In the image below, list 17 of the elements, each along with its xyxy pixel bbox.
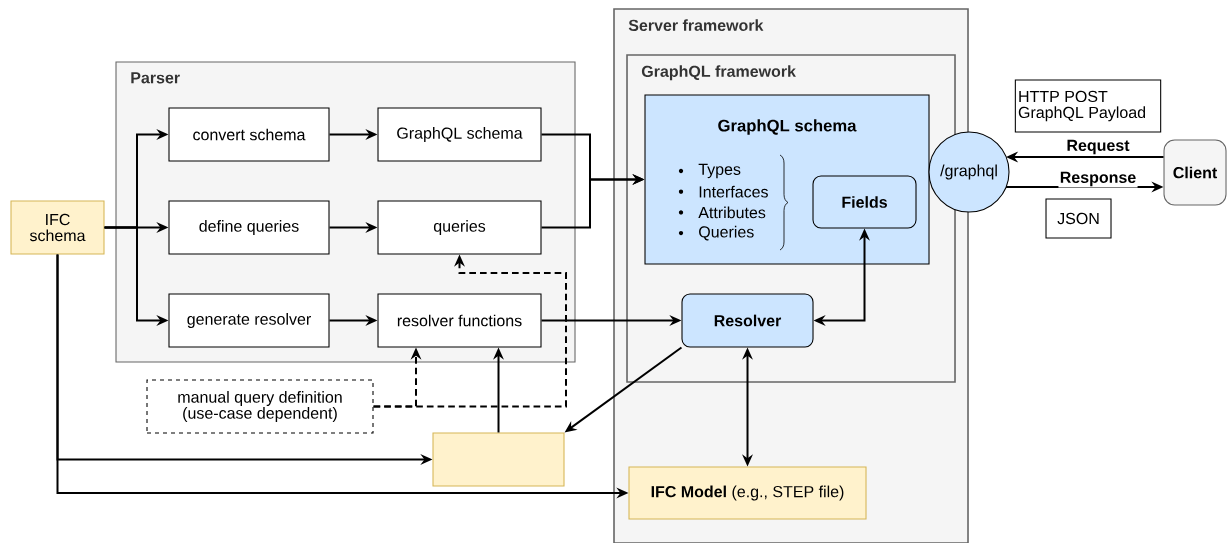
payload-box: JSON	[1045, 198, 1112, 239]
library-box	[432, 432, 565, 487]
process-box: Fields	[812, 175, 917, 229]
process-box: Resolver	[681, 293, 814, 348]
process-box: queries	[377, 200, 542, 255]
process-box: define queries	[168, 200, 330, 255]
edge-label: Response	[1058, 170, 1138, 188]
edge-label: Request	[1065, 138, 1131, 156]
client-box: Client	[1163, 139, 1227, 206]
process-box: convert schema	[168, 107, 330, 162]
data-box: IFC Model (e.g., STEP file)	[628, 466, 867, 520]
data-box: IFC schema	[10, 200, 105, 255]
process-box: generate resolver	[168, 293, 330, 348]
note-box: manual query definition (use-case dependent)	[146, 379, 374, 434]
process-box: resolver functions	[377, 293, 542, 348]
payload-box: HTTP POST GraphQL Payload	[1014, 79, 1162, 133]
process-box: GraphQL schema	[377, 107, 542, 162]
